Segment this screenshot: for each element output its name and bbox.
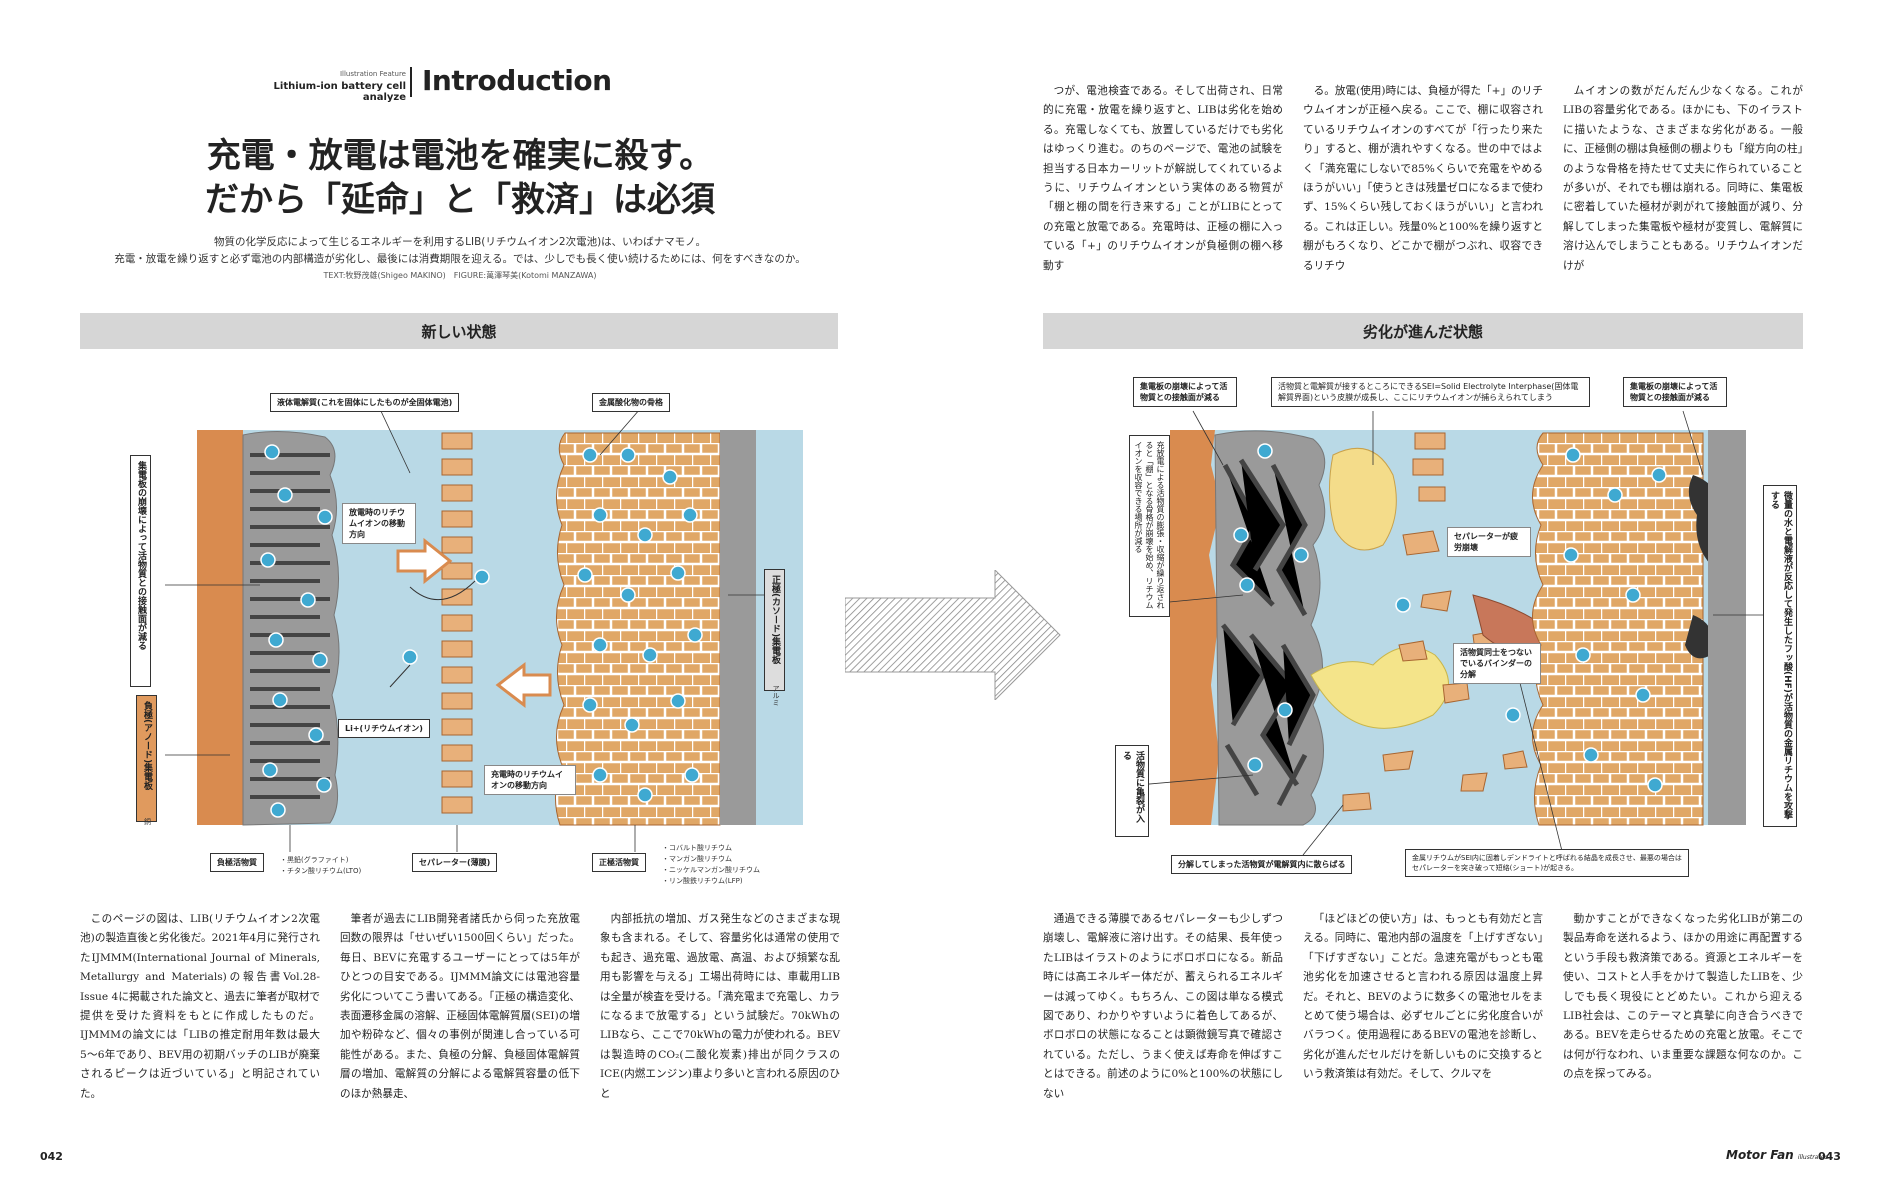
neg-active-item: ・黒鉛(グラファイト) bbox=[280, 855, 361, 866]
pos-active-item: ・リン酸鉄リチウム(LFP) bbox=[662, 876, 760, 887]
headline-2: だから「延命」と「救済」は必須 bbox=[140, 178, 780, 222]
sei-growth-1 bbox=[1329, 448, 1396, 550]
page-number-left: 042 bbox=[40, 1150, 63, 1163]
new-state-illustration bbox=[80, 355, 840, 895]
neg-active-item: ・チタン酸リチウム(LTO) bbox=[280, 866, 361, 877]
label-negative-active: 負極活物質 bbox=[210, 853, 264, 872]
vlabel-collector-collapse: 集電板の崩壊によって活物質との接触面が減る bbox=[130, 455, 151, 687]
hatched-arrow-icon bbox=[845, 570, 1065, 700]
lead-line-1: 物質の化学反応によって生じるエネルギーを利用するLIB(リチウムイオン2次電池)… bbox=[80, 234, 840, 251]
cathode-collector bbox=[1708, 430, 1746, 825]
band-degraded-state: 劣化が進んだ状態 bbox=[1043, 313, 1803, 349]
anode-collector bbox=[197, 430, 243, 825]
lead-line-2: 充電・放電を繰り返すと必ず電池の内部構造が劣化し、最後には消費期限を迎える。では… bbox=[80, 251, 840, 268]
vlabel-hf-attack: 微量の水と電解液が反応して発生したフッ酸(HF)が活物質の金属リチウムを攻撃する bbox=[1763, 485, 1797, 827]
kicker-small: Illustration Feature bbox=[276, 70, 406, 78]
pos-active-item: ・ニッケルマンガン酸リチウム bbox=[662, 865, 760, 876]
left-body-col-1: このページの図は、LIB(リチウムイオン2次電池)の製造直後と劣化後だ。2021… bbox=[80, 910, 320, 1104]
anode-collector bbox=[1170, 430, 1221, 825]
label-metal-oxide: 金属酸化物の骨格 bbox=[592, 393, 670, 412]
label-separator: セパレーター(薄膜) bbox=[412, 853, 497, 872]
brand-logo: Motor Fan illustrated bbox=[1726, 1148, 1828, 1162]
right-body-col-3: 動かすことができなくなった劣化LIBが第二の製品寿命を送れるよう、ほかの用途に再… bbox=[1563, 910, 1803, 1085]
pos-active-item: ・コバルト酸リチウム bbox=[662, 843, 760, 854]
label-collector-collapse-left: 集電板の崩壊によって活物質との接触面が減る bbox=[1133, 377, 1237, 407]
transition-arrow bbox=[845, 570, 1065, 700]
label-positive-active: 正極活物質 bbox=[592, 853, 646, 872]
headline-1: 充電・放電は電池を確実に殺す。 bbox=[140, 134, 780, 178]
li-ion-moving-1 bbox=[475, 570, 489, 584]
label-discharge-direction: 放電時のリチウムイオンの移動方向 bbox=[342, 503, 416, 544]
credit: TEXT:牧野茂雄(Shigeo MAKINO) FIGURE:萬澤琴美(Kot… bbox=[180, 270, 740, 281]
label-dendrite: 金属リチウムがSEI内に固着しデンドライトと呼ばれる結晶を成長させ、最悪の場合は… bbox=[1405, 849, 1689, 877]
kicker-divider bbox=[410, 67, 412, 97]
label-sei-growth: 活物質と電解質が接するところにできるSEI=Solid Electrolyte … bbox=[1271, 377, 1590, 407]
label-collector-collapse-right: 集電板の崩壊によって活物質との接触面が減る bbox=[1623, 377, 1727, 407]
separator bbox=[442, 433, 472, 813]
label-charge-direction: 充電時のリチウムイオンの移動方向 bbox=[484, 765, 576, 795]
right-body-col-1: 通過できる薄膜であるセパレーターも少しずつ崩壊し、電解液に溶け出す。その結果、長… bbox=[1043, 910, 1283, 1104]
pos-active-item: ・マンガン酸リチウム bbox=[662, 854, 760, 865]
neg-active-list: ・黒鉛(グラファイト) ・チタン酸リチウム(LTO) bbox=[280, 855, 361, 877]
diagram-new-state: 液体電解質(これを固体にしたものが全固体電池) 金属酸化物の骨格 放電時のリチウ… bbox=[80, 355, 840, 895]
cathode-collector bbox=[720, 430, 756, 825]
right-body-col-2: 「ほどほどの使い方」は、もっとも有効だと言える。同時に、電池内部の温度を「上げす… bbox=[1303, 910, 1543, 1085]
label-electrolyte: 液体電解質(これを固体にしたものが全固体電池) bbox=[270, 393, 459, 412]
brand-name: Motor Fan bbox=[1726, 1148, 1794, 1162]
left-body-col-3: 内部抵抗の増加、ガス発生などのさまざまな現象も含まれる。そして、容量劣化は通常の… bbox=[600, 910, 840, 1104]
right-top-col-2: る。放電(使用)時には、負極が得た「+」のリチウムイオンが正極へ戻る。ここで、棚… bbox=[1303, 82, 1543, 276]
left-body-col-2: 筆者が過去にLIB開発者諸氏から伺った充放電回数の限界は「せいぜい1500回くら… bbox=[340, 910, 580, 1104]
vlabel-anode-collector: 負極(アノード)集電板 bbox=[136, 695, 157, 822]
vlabel-cathode-collector: 正極(カソード)集電板 bbox=[764, 569, 785, 691]
label-li-ion: Li+(リチウムイオン) bbox=[338, 719, 430, 738]
diagram-degraded-state: 集電板の崩壊によって活物質との接触面が減る 活物質と電解質が接するところにできる… bbox=[1043, 355, 1803, 895]
anode-graphite bbox=[1215, 431, 1325, 825]
right-top-col-1: つが、電池検査である。そして出荷され、日常的に充電・放電を繰り返すと、LIBは劣… bbox=[1043, 82, 1283, 276]
label-binder-decomposition: 活物質同士をつないでいるバインダーの分解 bbox=[1453, 643, 1541, 684]
kicker-title: Lithium-ion battery cell analyze bbox=[256, 81, 406, 103]
li-ion-moving-2 bbox=[403, 650, 417, 664]
label-separator-fatigue: セパレーターが疲労崩壊 bbox=[1447, 527, 1531, 557]
label-decomposed-active: 分解してしまった活物質が電解質内に散らばる bbox=[1171, 855, 1352, 874]
page-number-right: 043 bbox=[1818, 1150, 1841, 1163]
vlabel-shelf-collapse: 充放電による活物質の膨張・収縮が繰り返されると「棚」となる骨格が崩壊を始め、リチ… bbox=[1129, 435, 1170, 617]
pos-active-list: ・コバルト酸リチウム ・マンガン酸リチウム ・ニッケルマンガン酸リチウム ・リン… bbox=[662, 843, 760, 887]
section-title: Introduction bbox=[422, 64, 612, 97]
right-top-col-3: ムイオンの数がだんだん少なくなる。これがLIBの容量劣化である。ほかにも、下のイ… bbox=[1563, 82, 1803, 276]
cathode-material: アルミ bbox=[770, 685, 781, 706]
anode-material: 銅 bbox=[144, 817, 151, 828]
vlabel-active-crack: 活物質に亀裂が入る bbox=[1115, 745, 1149, 837]
band-new-state: 新しい状態 bbox=[80, 313, 838, 349]
